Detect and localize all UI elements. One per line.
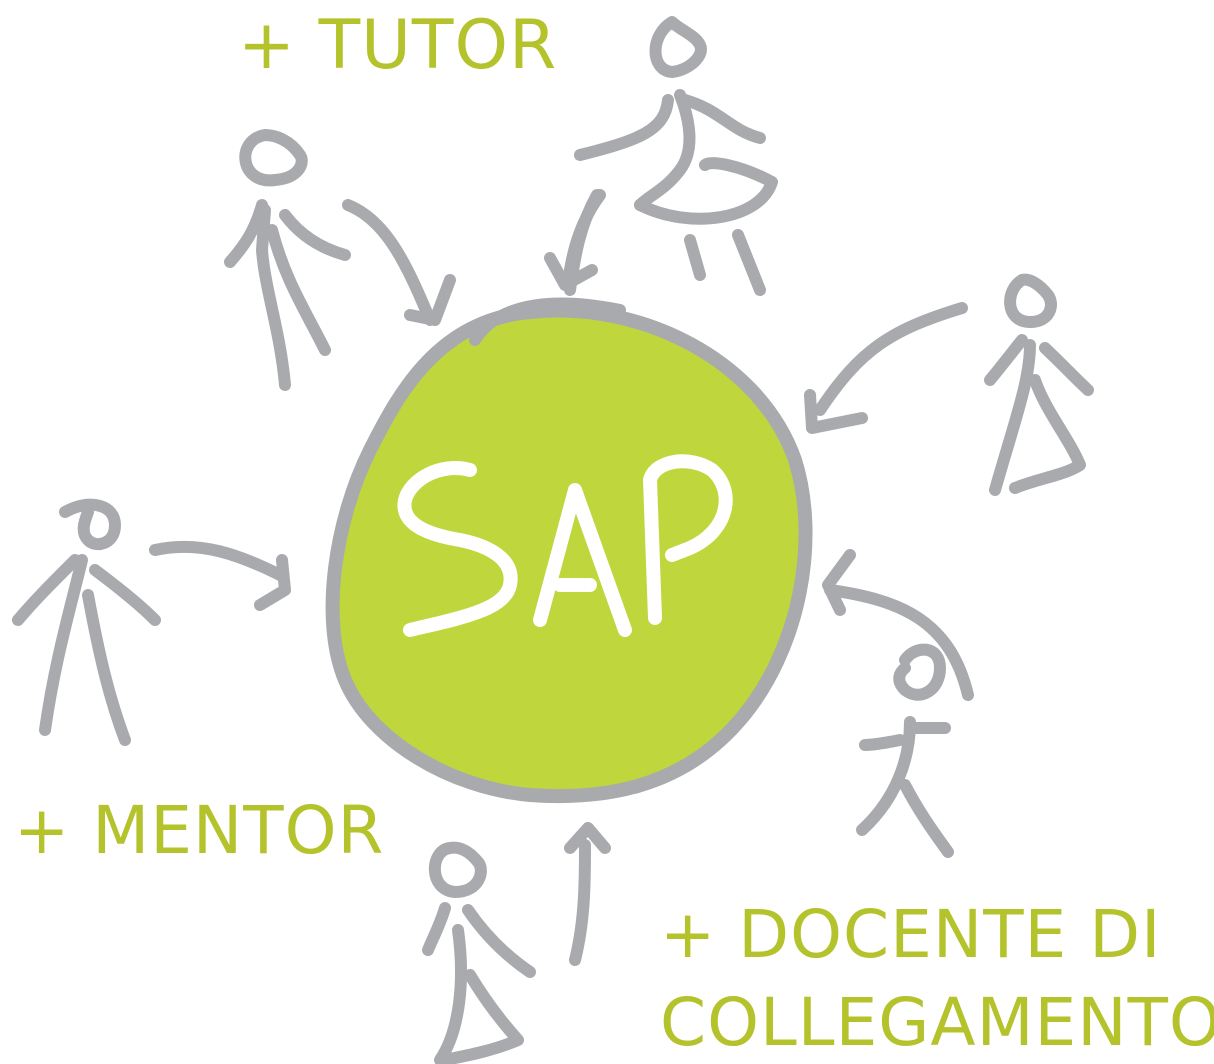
leg-right <box>266 224 331 356</box>
letter-s <box>397 461 518 637</box>
body <box>989 339 1036 496</box>
leg <box>634 157 778 225</box>
arrow-lower-right <box>822 549 974 701</box>
skirt <box>439 969 524 1064</box>
leg-front <box>684 229 766 296</box>
arm-left <box>12 554 81 626</box>
arm-right <box>279 209 351 261</box>
head <box>239 129 308 187</box>
arm-right <box>462 904 536 978</box>
arm-left <box>574 94 674 161</box>
figure-upper-left <box>224 129 351 391</box>
letter-a <box>533 483 632 637</box>
head <box>428 841 487 898</box>
arm-right <box>679 94 766 144</box>
sap-blob-shape <box>325 303 813 804</box>
sap-blob <box>325 297 813 804</box>
figure-bottom <box>422 841 536 1064</box>
arrow-mentor <box>149 540 291 611</box>
body <box>634 89 696 211</box>
head <box>893 643 946 701</box>
figure-mentor <box>12 498 161 746</box>
body <box>856 716 916 836</box>
arrow-tutor <box>342 199 456 326</box>
arm-left <box>859 734 906 751</box>
leg-right <box>82 589 131 746</box>
label-mentor: + MENTOR <box>14 792 385 869</box>
head <box>59 498 121 551</box>
head <box>649 16 707 78</box>
arm-right <box>89 564 161 626</box>
body <box>39 554 88 736</box>
figure-tutor-seated <box>564 16 778 296</box>
sap-lettering <box>397 454 733 637</box>
figure-lower-right <box>856 643 954 858</box>
label-docente-line1: + DOCENTE DI <box>660 896 1162 973</box>
arm-right <box>1039 342 1094 396</box>
leg-right <box>899 779 954 858</box>
figure-right <box>984 273 1094 496</box>
arrow-bottom <box>564 822 611 966</box>
arm-left <box>224 199 268 268</box>
sap-blob-lip <box>469 297 626 346</box>
label-tutor: + TUTOR <box>238 6 558 85</box>
arrow-top <box>544 189 603 296</box>
arm-left <box>422 902 451 956</box>
skirt <box>1009 374 1086 494</box>
arrows <box>149 189 974 966</box>
label-docente-line2: COLLEGAMENTO <box>660 984 1214 1061</box>
arrow-right <box>804 302 968 434</box>
body <box>256 204 291 391</box>
body <box>434 924 467 1064</box>
head <box>1004 273 1057 328</box>
letter-p <box>643 454 733 625</box>
arm-left <box>984 334 1028 386</box>
